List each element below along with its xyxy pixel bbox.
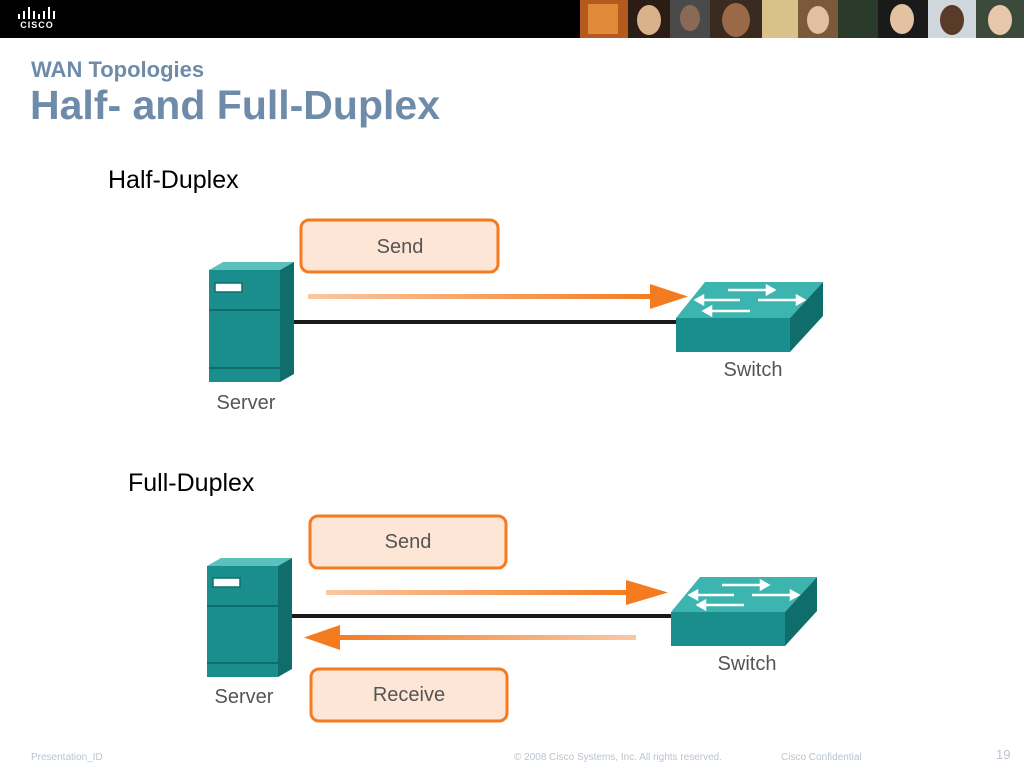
people-photo-strip: [580, 0, 1024, 38]
server-icon: [207, 558, 292, 677]
server-icon: [209, 262, 294, 382]
cisco-logo-text: CISCO: [20, 20, 54, 30]
cisco-logo-icon: [18, 7, 55, 19]
full-send-box: [308, 514, 508, 570]
full-receive-label: Receive: [373, 684, 445, 706]
full-receive-arrow: [304, 625, 636, 650]
page-number: 19: [996, 747, 1011, 762]
full-receive-box: [309, 667, 509, 723]
footer-presentation-id: Presentation_ID: [31, 752, 103, 763]
half-duplex-diagram: Send Server: [209, 218, 823, 414]
top-banner: CISCO: [0, 0, 1024, 38]
full-switch-label: Switch: [718, 653, 777, 675]
half-duplex-label: Half-Duplex: [108, 166, 239, 194]
half-send-box: [299, 218, 500, 274]
full-server-label: Server: [215, 686, 274, 708]
full-duplex-label: Full-Duplex: [128, 469, 255, 497]
page-title: Half- and Full-Duplex: [30, 82, 440, 128]
full-send-arrow: [326, 580, 668, 605]
switch-icon: [676, 282, 823, 352]
footer-confidential: Cisco Confidential: [781, 752, 862, 763]
section-subtitle: WAN Topologies: [31, 57, 205, 82]
footer-copyright: © 2008 Cisco Systems, Inc. All rights re…: [514, 752, 723, 763]
half-send-label: Send: [377, 236, 424, 258]
full-duplex-diagram: Send Receive Server: [207, 514, 817, 723]
half-send-arrow: [308, 284, 688, 309]
full-send-label: Send: [385, 531, 432, 553]
switch-icon: [671, 577, 817, 646]
half-switch-label: Switch: [724, 359, 783, 381]
half-server-label: Server: [217, 392, 276, 414]
